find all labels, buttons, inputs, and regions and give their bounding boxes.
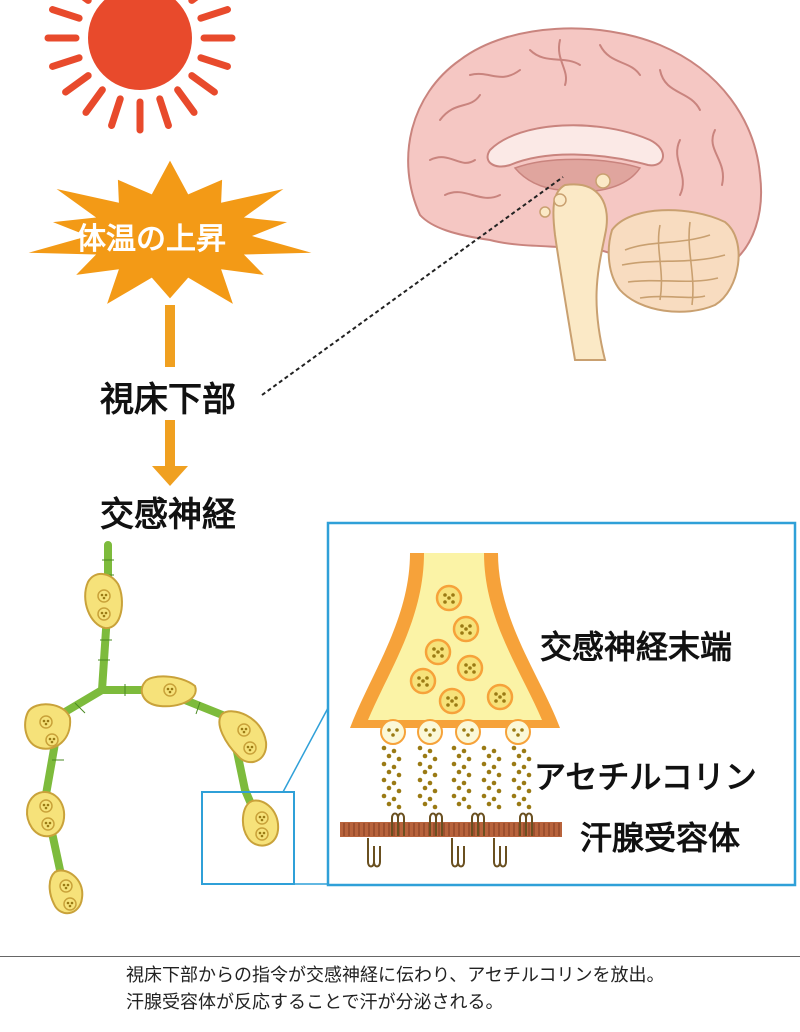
temperature-burst [28,160,312,304]
acetylcholine-particles [381,745,532,810]
sweat-gland-membrane [340,812,562,868]
sweat-gland-receptor-label: 汗腺受容体 [580,819,741,857]
caption-divider [0,956,800,957]
temperature-rise-label: 体温の上昇 [76,222,226,257]
hypothalamus-pointer-line [261,176,564,396]
hypothalamus-label: 視床下部 [100,380,236,420]
caption-line-1: 視床下部からの指令が交感神経に伝わり、アセチルコリンを放出。 [126,965,665,986]
nerve-terminal [350,553,560,745]
sun-icon [44,0,236,134]
zoom-region-box [201,791,295,885]
nerve-cell-bodies [24,573,280,914]
caption-line-2: 汗腺受容体が反応することで汗が分泌される。 [126,992,504,1013]
nerve-network [24,541,280,914]
arrow-to-hypothalamus [165,305,175,367]
acetylcholine-label: アセチルコリン [534,758,757,796]
caption: 視床下部からの指令が交感神経に伝わり、アセチルコリンを放出。 汗腺受容体が反応す… [126,962,796,1016]
sympathetic-nerve-label: 交感神経 [100,495,236,535]
brain-illustration [407,27,762,361]
arrow-to-sympathetic [152,420,188,486]
nerve-terminal-label: 交感神経末端 [540,628,733,666]
